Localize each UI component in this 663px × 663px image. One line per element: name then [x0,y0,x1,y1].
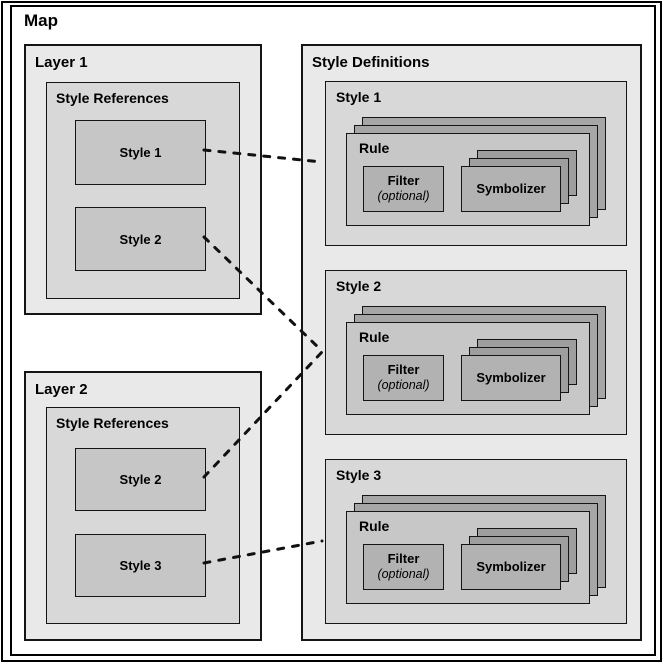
layer-2-style-ref-2: Style 3 [75,534,206,597]
filter-optional-note: (optional) [377,378,430,393]
layer-1-style-references-box: Style References Style 1 Style 2 [46,82,240,299]
filter-box: Filter (optional) [363,544,444,590]
style-definitions-label: Style Definitions [312,54,430,71]
style-definition-1-label: Style 1 [336,89,382,105]
symbolizer-box: Symbolizer [461,544,561,590]
style-definitions-box: Style Definitions Style 1 Rule Filter (o… [301,44,642,641]
filter-box: Filter (optional) [363,166,444,212]
filter-optional-note: (optional) [377,189,430,204]
rule-label: Rule [359,140,390,156]
filter-box: Filter (optional) [363,355,444,401]
map-title: Map [24,11,58,30]
filter-label: Filter [387,173,420,189]
filter-label: Filter [387,362,420,378]
rule-label: Rule [359,329,390,345]
style-definition-2-label: Style 2 [336,278,382,294]
layer-2-box: Layer 2 Style References Style 2 Style 3 [24,371,262,641]
rule-card: Rule Filter (optional) Symbolizer [346,511,590,604]
symbolizer-label: Symbolizer [476,369,546,385]
layer-2-label: Layer 2 [35,381,88,398]
style-definition-1: Style 1 Rule Filter (optional) Symbolize… [325,81,627,246]
layer-1-style-ref-2: Style 2 [75,207,206,271]
symbolizer-label: Symbolizer [476,180,546,196]
rule-label: Rule [359,518,390,534]
style-definition-3-label: Style 3 [336,467,382,483]
symbolizer-box: Symbolizer [461,355,561,401]
layer-1-label: Layer 1 [35,54,88,71]
rule-card: Rule Filter (optional) Symbolizer [346,133,590,226]
layer-2-style-references-box: Style References Style 2 Style 3 [46,407,240,624]
layer-2-style-ref-1: Style 2 [75,448,206,511]
layer-1-box: Layer 1 Style References Style 1 Style 2 [24,44,262,315]
style-definition-2: Style 2 Rule Filter (optional) Symbolize… [325,270,627,435]
style-definition-3: Style 3 Rule Filter (optional) Symbolize… [325,459,627,624]
symbolizer-label: Symbolizer [476,558,546,574]
rule-card: Rule Filter (optional) Symbolizer [346,322,590,415]
filter-optional-note: (optional) [377,567,430,582]
layer-1-style-ref-1: Style 1 [75,120,206,185]
layer-2-style-references-label: Style References [56,415,169,431]
symbolizer-box: Symbolizer [461,166,561,212]
layer-1-style-references-label: Style References [56,90,169,106]
filter-label: Filter [387,551,420,567]
